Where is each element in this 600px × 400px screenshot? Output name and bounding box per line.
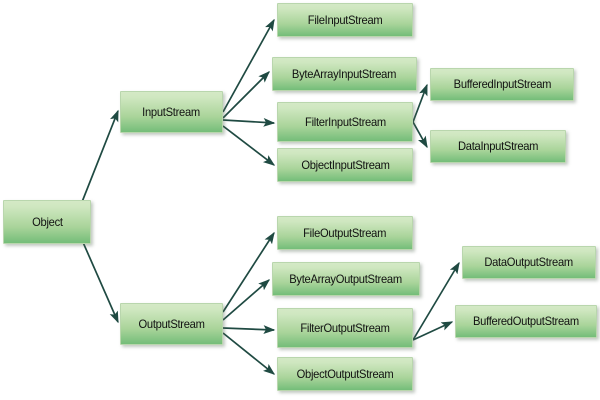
node-byte-array-input-stream[interactable]: ByteArrayInputStream — [272, 57, 417, 91]
node-label: ObjectInputStream — [300, 157, 390, 172]
node-label: FileOutputStream — [303, 225, 387, 240]
node-label: OutputStream — [138, 316, 205, 331]
edge-filter-output-stream-to-buffered-output-stream — [412, 321, 454, 341]
edge-output-stream-to-object-output-stream — [222, 332, 276, 375]
node-label: BufferedOutputStream — [473, 314, 579, 329]
node-label: FilterOutputStream — [300, 320, 390, 335]
node-label: FileInputStream — [307, 12, 383, 27]
node-object-output-stream[interactable]: ObjectOutputStream — [277, 357, 413, 391]
edge-object-to-input-stream — [81, 109, 119, 203]
node-label: ObjectOutputStream — [296, 366, 394, 381]
node-input-stream[interactable]: InputStream — [120, 91, 223, 133]
node-filter-output-stream[interactable]: FilterOutputStream — [277, 308, 413, 348]
node-label: DataOutputStream — [484, 255, 574, 270]
node-output-stream[interactable]: OutputStream — [120, 303, 223, 345]
node-label: ByteArrayInputStream — [292, 66, 397, 81]
edge-output-stream-to-file-output-stream — [222, 231, 275, 313]
node-byte-array-output-stream[interactable]: ByteArrayOutputStream — [272, 262, 420, 296]
node-filter-input-stream[interactable]: FilterInputStream — [277, 102, 413, 142]
edge-input-stream-to-file-input-stream — [222, 18, 275, 113]
edge-input-stream-to-filter-input-stream — [222, 117, 276, 127]
node-data-output-stream[interactable]: DataOutputStream — [462, 246, 596, 279]
node-label: DataInputStream — [457, 139, 539, 154]
node-object[interactable]: Object — [3, 200, 91, 244]
node-label: ByteArrayOutputStream — [289, 271, 403, 286]
node-label: Object — [31, 214, 63, 229]
edge-filter-input-stream-to-data-input-stream — [412, 121, 428, 149]
edge-output-stream-to-byte-array-output-stream — [222, 279, 271, 321]
edge-input-stream-to-byte-array-input-stream — [222, 71, 270, 119]
node-label: InputStream — [142, 104, 201, 119]
node-object-input-stream[interactable]: ObjectInputStream — [277, 148, 413, 182]
node-label: BufferedInputStream — [453, 77, 551, 92]
node-buffered-output-stream[interactable]: BufferedOutputStream — [455, 305, 597, 338]
node-file-input-stream[interactable]: FileInputStream — [277, 3, 413, 37]
edge-input-stream-to-object-input-stream — [222, 125, 276, 166]
edge-output-stream-to-filter-output-stream — [222, 325, 276, 335]
node-data-input-stream[interactable]: DataInputStream — [430, 130, 566, 163]
edge-object-to-output-stream — [81, 239, 119, 324]
node-file-output-stream[interactable]: FileOutputStream — [277, 216, 413, 250]
node-buffered-input-stream[interactable]: BufferedInputStream — [430, 68, 574, 101]
node-label: FilterInputStream — [304, 114, 386, 129]
